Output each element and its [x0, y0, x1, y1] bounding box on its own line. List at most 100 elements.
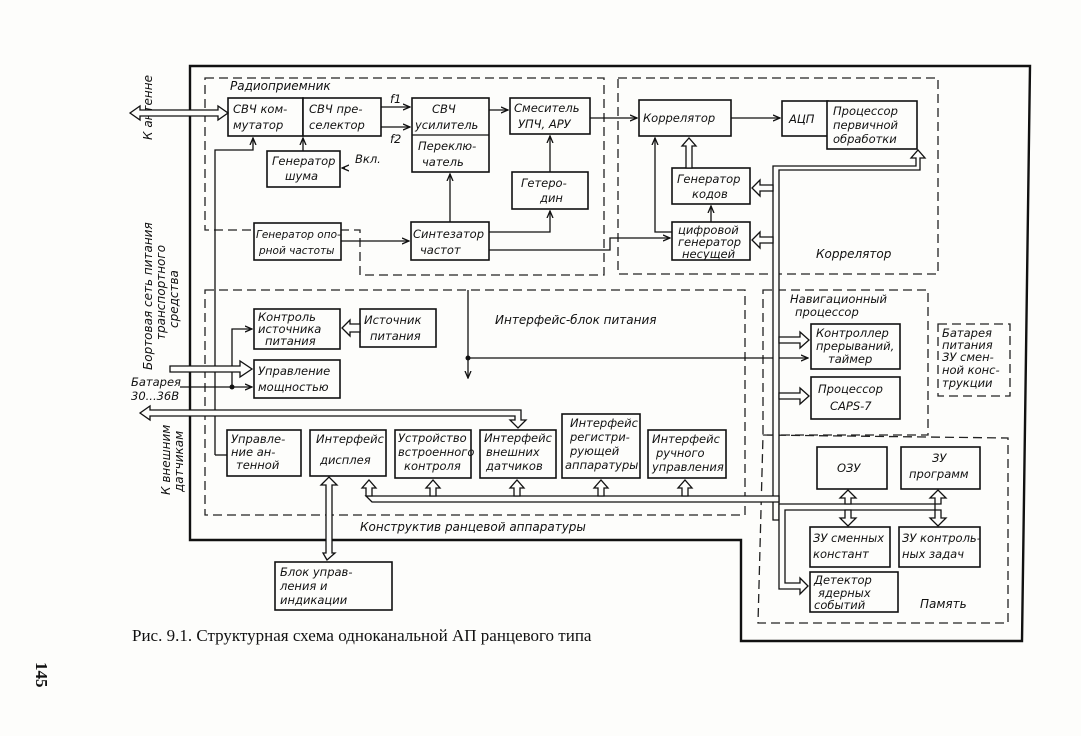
block-label: Синтезатор	[413, 227, 484, 241]
block-label: аппаратуры	[565, 458, 638, 472]
recorder-interface-block: Интерфейс регистри- рующей аппаратуры	[561, 413, 641, 479]
block-label: встроенного	[398, 445, 474, 459]
block-label: прерываний,	[816, 339, 894, 353]
block-label: СВЧ	[432, 102, 456, 116]
block-label: Генератор	[677, 172, 740, 186]
signal-wires	[180, 107, 808, 456]
block-label: Переклю-	[418, 139, 476, 153]
block-label: программ	[909, 467, 969, 481]
block-label: CAPS-7	[830, 399, 872, 413]
block-label: ЗУ сменных	[813, 531, 884, 545]
block-label: Интерфейс	[652, 432, 721, 446]
block-label: дисплея	[319, 453, 371, 467]
block-label: Смеситель	[514, 101, 579, 115]
backpack-frame	[188, 64, 1032, 643]
block-label: контроля	[404, 459, 461, 473]
manual-control-interface-block: Интерфейс ручного управления	[647, 429, 727, 479]
block-label: СВЧ ком-	[233, 102, 287, 116]
block-label: Блок управ-	[280, 565, 352, 579]
block-label: управления	[651, 460, 724, 474]
block-label: тенной	[236, 458, 280, 472]
noise-generator-block: Генератор шума	[266, 150, 341, 188]
block-label: первичной	[833, 118, 898, 132]
block-label: Источник	[364, 313, 421, 327]
block-label: Управление	[258, 364, 330, 378]
mixer-block: Смеситель УПЧ, АРУ	[509, 97, 591, 135]
block-label: ние ан-	[231, 445, 275, 459]
receiver-group	[204, 77, 605, 276]
block-label: ЗУ контроль-	[902, 531, 981, 545]
block-label: Контроль	[258, 310, 316, 324]
block-label: усилитель	[414, 118, 478, 132]
nav-processor-group	[762, 289, 929, 436]
block-label: Процессор	[818, 382, 883, 396]
block-label: рующей	[569, 444, 620, 458]
vehicle-power-label-3: средства	[167, 270, 181, 328]
block-label: АЦП	[788, 112, 815, 126]
block-label: Генератор	[272, 154, 335, 168]
power-management-block: Управление мощностью	[253, 359, 341, 399]
block-label: Коррелятор	[643, 111, 715, 125]
block-label: Управле-	[231, 432, 285, 446]
block-label: регистри-	[569, 430, 630, 444]
block-label: датчиков	[485, 459, 543, 473]
antenna-control-block: Управле- ние ан- тенной	[226, 429, 302, 477]
power-interface-label: Интерфейс-блок питания	[495, 313, 657, 327]
task-memory-block: ЗУ контроль- ных задач	[898, 526, 981, 568]
caps7-processor-block: Процессор CAPS-7	[810, 376, 901, 420]
battery-label-2: 30...36В	[131, 389, 179, 403]
uhf-preselector-block: СВЧ пре- селектор	[302, 97, 382, 137]
power-interface-group	[204, 289, 746, 516]
block-label: УПЧ, АРУ	[518, 117, 572, 131]
power-on-label: Вкл.	[355, 152, 381, 166]
program-memory-block: ЗУ программ	[900, 446, 981, 490]
f1-label: f1	[390, 92, 401, 106]
block-label: ОЗУ	[837, 461, 861, 475]
nuclear-detector-block: Детектор ядерных событий	[809, 571, 899, 613]
block-label: Интерфейс	[570, 416, 639, 430]
block-label: Процессор	[833, 104, 898, 118]
block-label: питания	[370, 329, 421, 343]
block-label: ных задач	[902, 547, 964, 561]
vehicle-power-label-2: транспортного	[154, 245, 168, 340]
power-source-block: Источник питания	[359, 308, 437, 348]
block-label: питания	[942, 338, 993, 352]
interrupt-controller-block: Контроллер прерываний, таймер	[810, 323, 901, 370]
vehicle-power-label-1: Бортовая сеть питания	[141, 222, 155, 370]
block-label: ной конс-	[942, 363, 1000, 377]
nav-processor-label-1: Навигационный	[790, 292, 887, 306]
backup-battery-block: Батарея питания ЗУ смен- ной конс- трукц…	[942, 326, 1000, 390]
frequency-synthesizer-block: Синтезатор частот	[410, 221, 490, 261]
block-label: обработки	[833, 132, 897, 146]
battery-label-1: Батарея	[131, 375, 181, 389]
correlator-block: Коррелятор	[638, 99, 732, 137]
uhf-switch-block: СВЧ ком- мутатор	[227, 97, 304, 137]
block-label: Батарея	[942, 326, 992, 340]
block-label: несущей	[682, 247, 736, 261]
sensors-label-1: К внешним	[159, 425, 173, 495]
block-label: трукции	[942, 376, 993, 390]
heterodyne-block: Гетеро- дин	[511, 171, 589, 210]
page-number: 145	[32, 662, 51, 688]
block-label: дин	[539, 191, 563, 205]
block-label: рной частоты	[258, 245, 334, 257]
block-label: чатель	[422, 155, 464, 169]
nav-processor-label-2: процессор	[795, 305, 859, 319]
block-label: Генератор опо-	[256, 229, 341, 241]
receiver-label: Радиоприемник	[230, 79, 331, 93]
block-label: ручного	[655, 446, 705, 460]
reference-generator-block: Генератор опо- рной частоты	[253, 222, 342, 261]
block-label: кодов	[692, 187, 728, 201]
block-label: источника	[258, 322, 321, 336]
figure-caption: Рис. 9.1. Структурная схема одноканально…	[132, 626, 592, 645]
block-label: Детектор	[813, 573, 872, 587]
block-label: констант	[813, 547, 869, 561]
data-buses	[128, 104, 948, 596]
block-label: мощностью	[258, 380, 329, 394]
block-label: событий	[814, 598, 866, 612]
control-indication-unit-block: Блок управ- ления и индикации	[274, 561, 393, 611]
carrier-generator-block: цифровой генератор несущей	[671, 221, 751, 261]
block-label: Устройство	[398, 431, 467, 445]
block-label: СВЧ пре-	[309, 102, 363, 116]
